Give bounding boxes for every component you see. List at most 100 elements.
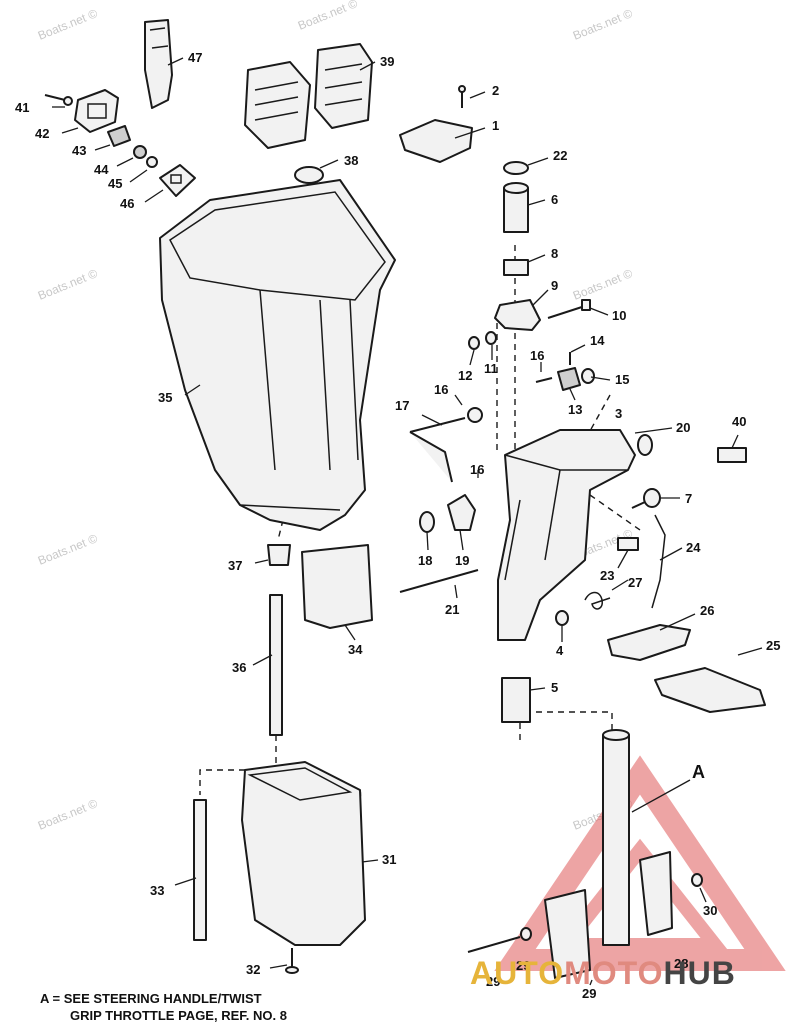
part-4-nut — [555, 610, 569, 626]
automotohub-logo: AUTOMOTOHUB — [470, 955, 800, 995]
part-34-screw — [285, 948, 299, 974]
part-26-arm — [654, 667, 766, 713]
callout-37: 35 — [158, 390, 172, 405]
part-20-lever — [447, 494, 476, 531]
callout-23: 22 — [553, 148, 567, 163]
callout-24: 23 — [600, 568, 614, 583]
part-24-decal — [617, 537, 639, 551]
callout-49: 47 — [188, 50, 202, 65]
watermark: Boats.net © — [36, 6, 100, 43]
callout-12: 12 — [458, 368, 472, 383]
part-8-ring — [503, 259, 529, 276]
part-49-clip — [144, 19, 173, 109]
footnote: A = SEE STEERING HANDLE/TWIST GRIP THROT… — [40, 990, 370, 1024]
part-35-rod — [193, 799, 207, 941]
part-11-washer — [485, 331, 497, 345]
watermark: Boats.net © — [36, 531, 100, 568]
callout-1: 1 — [492, 118, 499, 133]
part-22-pin — [399, 569, 479, 593]
parts-13-15 — [535, 352, 595, 391]
callouts: 47 39 41 42 43 44 45 46 38 2 1 22 6 8 9 … — [15, 50, 780, 1001]
callout-25: 24 — [686, 540, 701, 555]
callout-32: 30 — [703, 903, 717, 918]
callout-34: 32 — [246, 962, 260, 977]
callout-17: 16 — [434, 382, 448, 397]
part-23-washer — [503, 161, 529, 175]
callout-19: 18 — [418, 553, 432, 568]
callout-38: 36 — [232, 660, 246, 675]
callout-20: 19 — [455, 553, 469, 568]
watermark: Boats.net © — [571, 6, 635, 43]
part-21-washer — [637, 434, 653, 456]
callout-48: 46 — [120, 196, 134, 211]
callout-35: 33 — [150, 883, 164, 898]
part-32-washer — [691, 873, 703, 887]
watermark: Boats.net © — [36, 796, 100, 833]
part-9-clamp — [494, 299, 541, 331]
part-29-bracket-right — [639, 851, 673, 936]
callout-33: 31 — [382, 852, 396, 867]
callout-8: 8 — [551, 246, 558, 261]
callout-39: 37 — [228, 558, 242, 573]
part-30-bolt — [467, 936, 521, 953]
footnote-line-2: GRIP THROTTLE PAGE, REF. NO. 8 — [70, 1008, 287, 1023]
part-39-bushing — [267, 544, 291, 566]
logo-auto: AUTO — [470, 955, 565, 991]
part-25-rod — [651, 514, 666, 609]
callout-31: 29 — [516, 958, 530, 973]
callout-3: 3 — [615, 406, 622, 421]
callout-21: 20 — [676, 420, 690, 435]
callout-9: 9 — [551, 278, 558, 293]
callout-5: 5 — [551, 680, 558, 695]
callout-7: 7 — [685, 491, 692, 506]
assembly-lines — [199, 194, 641, 795]
parts-17-18 — [409, 407, 483, 483]
callout-46: 44 — [94, 162, 109, 177]
callout-15: 15 — [615, 372, 629, 387]
callout-16-lower: 16 — [470, 462, 484, 477]
part-6-sleeve — [503, 182, 529, 233]
logo-moto: MOTO — [564, 955, 664, 991]
callout-10: 10 — [612, 308, 626, 323]
callout-A: A — [692, 762, 705, 782]
callout-2: 2 — [492, 83, 499, 98]
callout-27: 26 — [700, 603, 714, 618]
callout-29-right: 28 — [674, 956, 688, 971]
callout-6: 6 — [551, 192, 558, 207]
parts-43-48 — [44, 89, 196, 197]
part-3-bracket — [497, 429, 636, 641]
part-2-screw — [458, 85, 466, 108]
callout-28: 27 — [628, 575, 642, 590]
callout-4: 4 — [556, 643, 564, 658]
logo-hub: HUB — [663, 955, 736, 991]
part-10-bolt — [547, 299, 591, 319]
callout-40: 38 — [344, 153, 358, 168]
watermark: Boats.net © — [571, 266, 635, 303]
part-27-plate — [607, 624, 691, 661]
part-29-bracket-left — [544, 889, 591, 979]
callout-16-upper: 16 — [530, 348, 544, 363]
part-41-grommet — [244, 43, 373, 149]
part-40-bushing — [294, 166, 324, 184]
part-31-washer — [520, 927, 532, 941]
callout-30: 29 — [486, 974, 500, 989]
part-7-knob — [631, 488, 661, 509]
callout-29-bottom: 29 — [582, 986, 596, 1001]
part-28-spring — [584, 591, 611, 610]
watermark: Boats.net © — [296, 0, 360, 33]
callout-41: 39 — [380, 54, 394, 69]
callout-42: 40 — [732, 414, 746, 429]
callout-11: 11 — [484, 361, 498, 376]
callout-14: 14 — [590, 333, 605, 348]
part-5-sleeve — [501, 677, 531, 723]
callout-18: 17 — [395, 398, 409, 413]
part-1-cover — [399, 119, 473, 163]
footnote-line-1: A = SEE STEERING HANDLE/TWIST — [40, 991, 262, 1006]
part-12-washer — [468, 336, 480, 350]
part-42-decal — [717, 447, 747, 463]
callout-44: 42 — [35, 126, 49, 141]
part-37-housing — [159, 179, 396, 531]
steering-tube — [602, 729, 630, 946]
part-33-lower-housing — [241, 761, 366, 946]
